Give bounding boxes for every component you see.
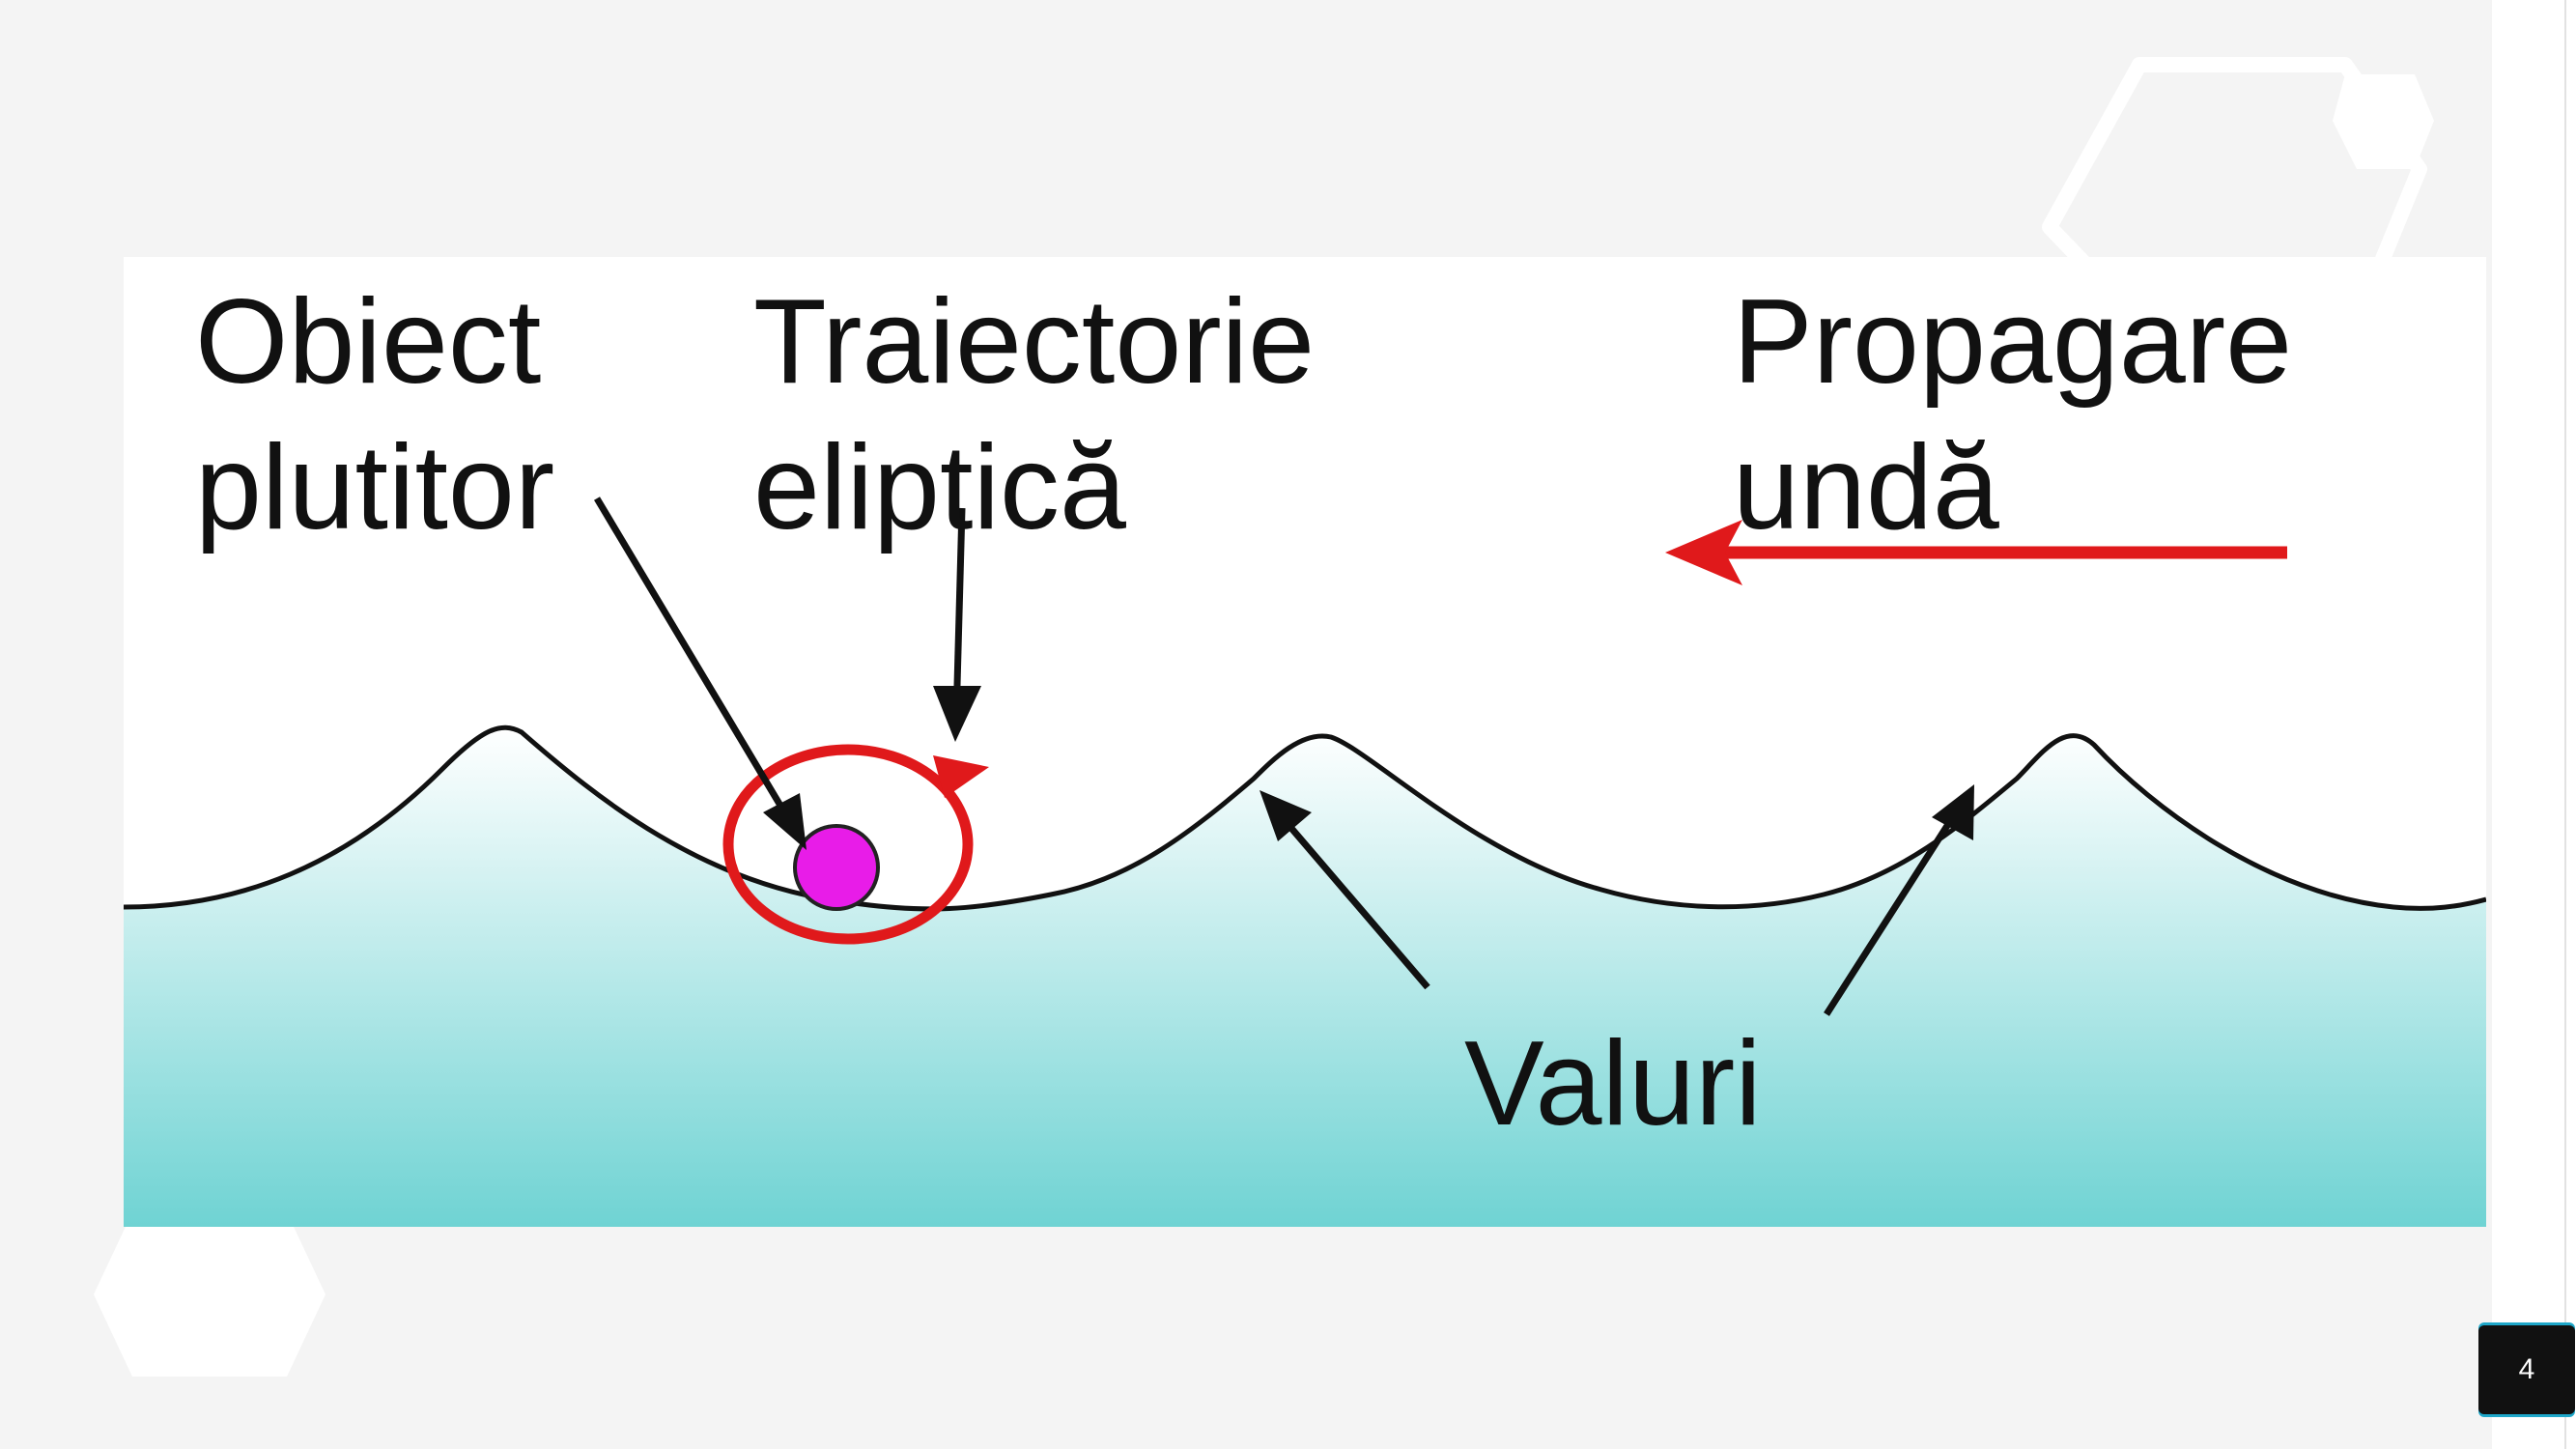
arrow-to-object-head xyxy=(763,793,807,850)
label-propagare-line2: undă xyxy=(1733,421,1999,554)
arrow-to-orbit-head xyxy=(933,686,981,742)
arrow-to-crest-right-head xyxy=(1932,784,1974,840)
wave-profile-line xyxy=(124,724,2486,912)
right-margin-strip xyxy=(2492,0,2576,1449)
label-propagare-line1: Propagare xyxy=(1733,275,2293,409)
page-number-badge: 4 xyxy=(2478,1325,2575,1414)
label-valuri: Valuri xyxy=(1464,1017,1762,1151)
propagation-arrow-head xyxy=(1665,520,1742,585)
decorative-hexagon-top xyxy=(2042,57,2434,275)
arrow-to-crest-middle-head xyxy=(1260,790,1312,841)
arrow-to-crest-middle xyxy=(1275,810,1430,990)
slide: Obiect plutitor Traiectorie eliptică Pro… xyxy=(94,57,2486,1377)
orbit-arrowhead xyxy=(933,755,989,798)
floating-object xyxy=(793,824,880,911)
arrow-to-orbit xyxy=(952,507,966,722)
elliptical-orbit xyxy=(722,744,974,945)
wave-diagram: Obiect plutitor Traiectorie eliptică Pro… xyxy=(124,257,2486,1227)
label-obiect-line2: plutitor xyxy=(195,421,555,554)
wave-diagram-canvas xyxy=(124,497,2486,1227)
arrow-to-crest-right xyxy=(1824,806,1962,1016)
arrow-to-object xyxy=(593,497,796,827)
label-traiectorie-line1: Traiectorie xyxy=(753,275,1316,409)
right-margin-divider xyxy=(2564,0,2566,1449)
water-fill xyxy=(124,727,2486,1227)
label-obiect-line1: Obiect xyxy=(195,275,542,409)
label-traiectorie-line2: eliptică xyxy=(753,421,1126,554)
decorative-hexagon-bottom xyxy=(94,1212,326,1377)
